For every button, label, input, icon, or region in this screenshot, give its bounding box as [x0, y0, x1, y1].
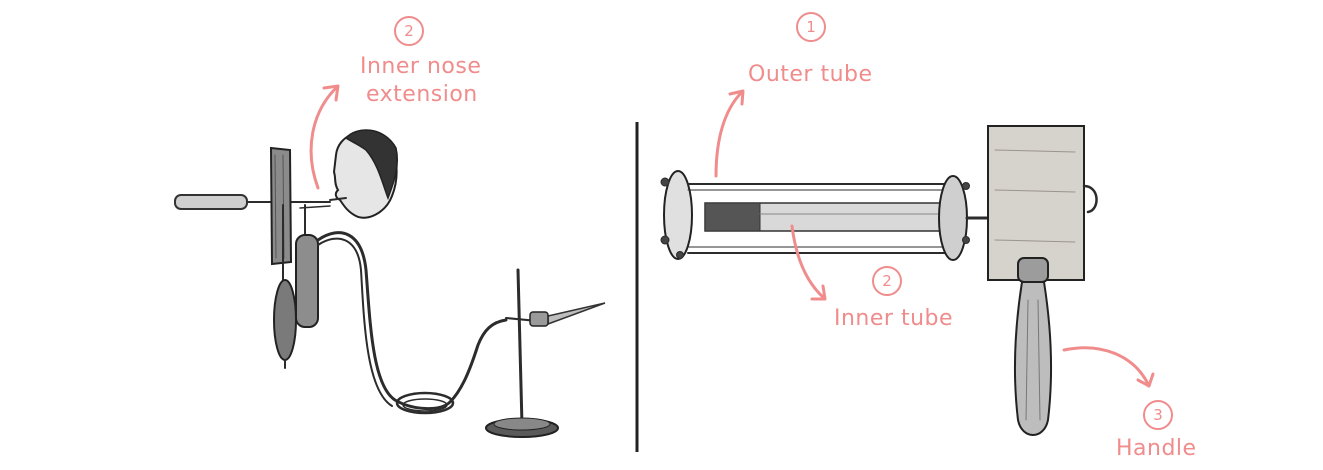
inner-tube-arrow	[792, 226, 825, 299]
handle-arrow	[1064, 348, 1153, 386]
wooden-handle	[1015, 258, 1051, 435]
nose-extension-number-badge: 2	[394, 16, 424, 46]
nose-extension-label-line1: Inner nose	[360, 54, 481, 79]
handle-label: Handle	[1116, 436, 1197, 461]
left-illustration	[175, 130, 605, 437]
outer-tube-arrow	[716, 91, 743, 176]
nose-extension-label-line2: extension	[366, 82, 478, 107]
burner-stand	[486, 270, 605, 437]
head-figure	[330, 130, 397, 218]
outer-tube-number-badge: 1	[796, 12, 826, 42]
handle-number-badge: 3	[1143, 400, 1173, 430]
left-plunger-rod	[175, 195, 330, 209]
outer-tube-label: Outer tube	[748, 62, 873, 87]
wooden-board	[988, 126, 1097, 280]
inner-tube-label: Inner tube	[834, 306, 953, 331]
right-end-flange	[939, 176, 970, 260]
inner-tube-number-badge: 2	[872, 266, 902, 296]
inner-tube-body	[705, 203, 943, 231]
left-vertical-board	[271, 148, 291, 264]
rubber-tubing	[318, 233, 506, 413]
left-cylinder	[296, 205, 318, 327]
